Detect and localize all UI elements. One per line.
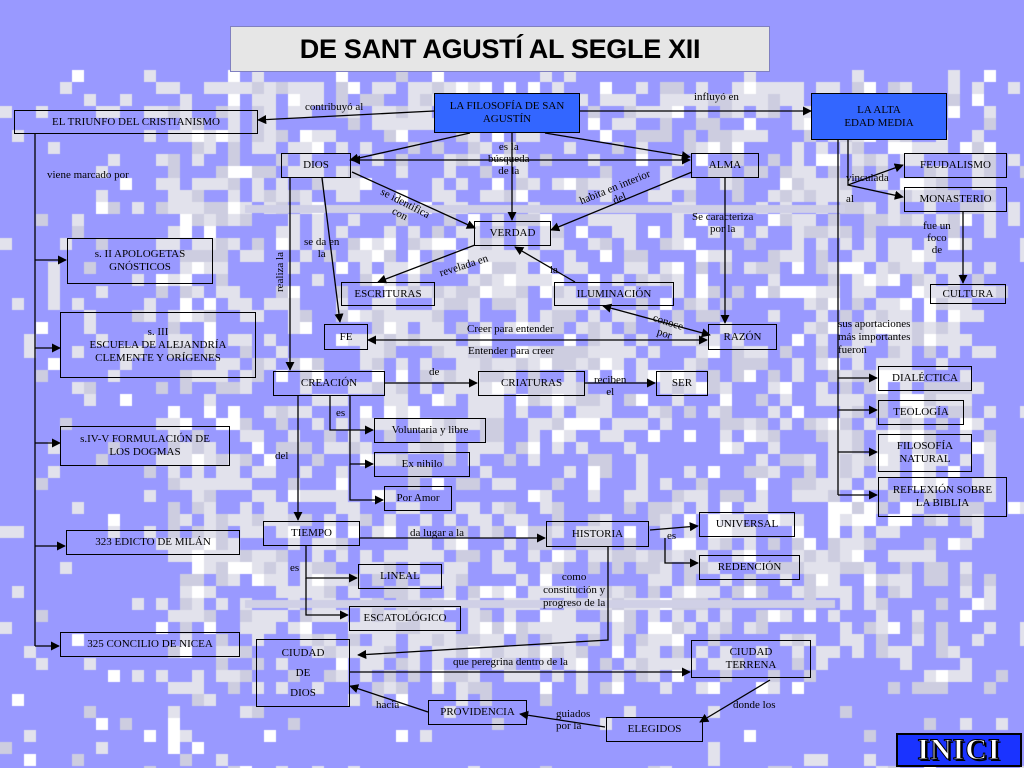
node-monasterio: MONASTERIO (904, 187, 1007, 212)
edge-providencia-dios (349, 684, 429, 713)
node-voluntaria: Voluntaria y libre (374, 418, 486, 443)
label-se-caracteriza: Se caracteriza por la (692, 211, 754, 235)
label-aportaciones: sus aportaciones más importantes fueron (838, 318, 911, 356)
edge-historia-redencion (664, 538, 699, 568)
node-dios: DIOS (281, 153, 351, 178)
node-teologia: TEOLOGÍA (878, 400, 964, 425)
node-filosofia-natural: FILOSOFÍA NATURAL (878, 434, 972, 472)
label-del: del (275, 450, 289, 462)
node-lineal: LINEAL (358, 564, 442, 589)
node-escrituras: ESCRITURAS (341, 282, 435, 306)
edge-dios-verdad (351, 171, 476, 229)
label-da-lugar: da lugar a la (410, 527, 465, 539)
label-es-creacion: es (336, 407, 346, 419)
node-cultura: CULTURA (930, 284, 1006, 304)
edge-historia-ciudades (357, 547, 609, 660)
node-criaturas: CRIATURAS (478, 371, 585, 396)
label-contribuyo: contribuyó al (305, 101, 364, 113)
node-alejandria: s. III ESCUELA DE ALEJANDRÍA CLEMENTE Y … (60, 312, 256, 378)
inici-label: INICI (917, 733, 1001, 767)
label-influyo: influyó en (694, 91, 739, 103)
label-peregrina: que peregrina dentro de la (453, 656, 568, 668)
label-reciben: reciben el (594, 374, 627, 398)
title-banner: DE SANT AGUSTÍ AL SEGLE XII (230, 26, 770, 72)
edge-filosofia-triunfo (257, 110, 435, 125)
node-universal: UNIVERSAL (699, 512, 795, 537)
node-triunfo-cristianismo: EL TRIUNFO DEL CRISTIANISMO (14, 110, 258, 134)
node-alma: ALMA (691, 153, 759, 178)
edge-elegidos-providencia (519, 710, 606, 728)
edge-historia-universal (649, 522, 699, 532)
label-de: de (429, 366, 440, 378)
label-es-busqueda: es la búsqueda de la (488, 141, 530, 177)
label-guiados: guiados por la (556, 708, 591, 732)
node-feudalismo: FEUDALISMO (904, 153, 1007, 178)
edge-creacion-poramor (349, 464, 384, 505)
edge-filosofia-dios (349, 132, 471, 163)
node-apologetas: s. II APOLOGETAS GNÓSTICOS (67, 238, 213, 284)
node-ciudad-de-dios: CIUDAD DE DIOS (256, 639, 350, 707)
label-como: como constitución y progreso de la (543, 571, 606, 609)
node-fe: FE (324, 324, 368, 350)
page-title: DE SANT AGUSTÍ AL SEGLE XII (299, 33, 701, 64)
node-dialectica: DIALÉCTICA (878, 366, 972, 391)
node-reflexion-biblia: REFLEXIÓN SOBRE LA BIBLIA (878, 477, 1007, 517)
label-vinculada: vinculada al (846, 172, 889, 205)
node-ciudad-terrena: CIUDAD TERRENA (691, 640, 811, 678)
label-es-historia: es (667, 530, 677, 542)
edge-creacion-voluntaria (329, 396, 374, 435)
edge-alma-verdad (550, 171, 693, 232)
node-concilio-nicea: 325 CONCILIO DE NICEA (60, 632, 240, 657)
label-viene-marcado: viene marcado por (47, 169, 129, 181)
edge-tiempo-escatologico (305, 578, 349, 620)
node-escatologico: ESCATOLÓGICO (349, 606, 461, 631)
inici-button[interactable]: INICI (896, 733, 1022, 767)
label-entender-para-creer: Entender para creer (468, 345, 555, 357)
node-elegidos: ELEGIDOS (606, 717, 703, 742)
edge-terrena-elegidos (699, 679, 771, 723)
edge-filosofia-alma (544, 132, 691, 161)
edge-iluminacion-verdad (514, 246, 576, 283)
node-edicto-milan: 323 EDICTO DE MILÁN (66, 530, 240, 555)
node-historia: HISTORIA (546, 521, 649, 547)
node-por-amor: Por Amor (384, 486, 452, 511)
node-verdad: VERDAD (474, 221, 551, 246)
node-ser: SER (656, 371, 708, 396)
label-hacia: hacia (376, 699, 400, 711)
edge-alta-monasterio (847, 184, 904, 200)
edge-verdad-escrituras (377, 244, 476, 284)
label-donde: donde los (733, 699, 776, 711)
edge-iluminacion-razon (602, 303, 711, 338)
label-fue-foco: fue un foco de (923, 220, 951, 256)
node-tiempo: TIEMPO (263, 521, 360, 546)
node-providencia: PROVIDENCIA (428, 700, 527, 725)
node-dogmas: s.IV-V FORMULACIÓN DE LOS DOGMAS (60, 426, 230, 466)
label-realiza: realiza la (274, 252, 286, 292)
edge-tiempo-lineal (305, 546, 358, 583)
node-redencion: REDENCIÓN (699, 555, 800, 580)
node-filosofia-san-agustin: LA FILOSOFÍA DE SAN AGUSTÍN (434, 93, 580, 133)
label-se-da: se da en la (304, 236, 340, 260)
node-iluminacion: ILUMINACIÓN (554, 282, 674, 306)
node-creacion: CREACIÓN (273, 371, 385, 396)
label-la: la (550, 264, 558, 276)
node-alta-edad-media: LA ALTA EDAD MEDIA (811, 93, 947, 140)
edge-dios-fe (321, 177, 344, 323)
node-razon: RAZÓN (708, 324, 777, 350)
label-es-tiempo: es (290, 562, 300, 574)
label-creer-para-entender: Creer para entender (467, 323, 554, 335)
node-exnihilo: Ex nihilo (374, 452, 470, 477)
